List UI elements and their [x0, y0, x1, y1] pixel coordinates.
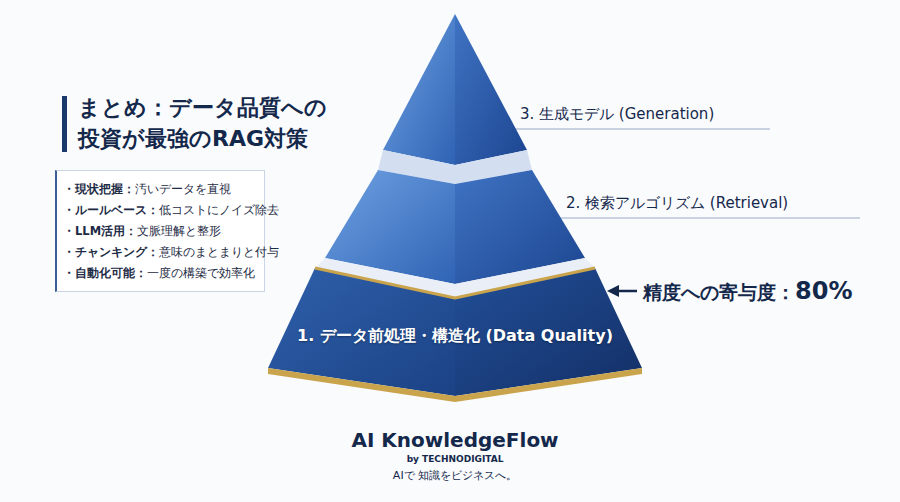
- label-underline: [560, 217, 860, 219]
- pyramid-tier: 3. 生成モデル (Generation): [375, 10, 540, 170]
- brand-name: AI KnowledgeFlow: [351, 428, 558, 452]
- pyramid-face: [383, 14, 455, 165]
- bullet-item: ・チャンキング：意味のまとまりと付与: [63, 242, 258, 263]
- title: まとめ：データ品質への 投資が最強のRAG対策: [78, 92, 340, 154]
- pointer-arrow: [617, 290, 637, 293]
- pyramid-tier: 1. データ前処理・構造化 (Data Quality): [264, 254, 646, 404]
- tier-label: 3. 生成モデル (Generation): [520, 105, 714, 124]
- title-bar: [62, 96, 67, 152]
- bullet-item: ・LLM活用：文脈理解と整形: [63, 221, 258, 242]
- bullet-item: ・自動化可能：一度の構築で効率化: [63, 263, 258, 284]
- summary-box: ・現状把握：汚いデータを直視・ルールベース：低コストにノイズ除去・LLM活用：文…: [55, 170, 265, 292]
- label-underline: [512, 128, 770, 130]
- pyramid-shape: [375, 10, 540, 170]
- pointer-arrow-head: [607, 285, 619, 297]
- accuracy-note: 精度への寄与度：80%: [643, 277, 852, 306]
- tier-label: 2. 検索アルゴリズム (Retrieval): [566, 194, 788, 213]
- tier-label: 1. データ前処理・構造化 (Data Quality): [264, 326, 646, 347]
- tagline: AIで 知識をビジネスへ。: [393, 468, 517, 483]
- pyramid-face: [315, 268, 595, 298]
- pyramid-face: [455, 14, 527, 165]
- bullet-item: ・ルールベース：低コストにノイズ除去: [63, 200, 258, 221]
- brand-byline: by TECHNODIGITAL: [407, 454, 504, 464]
- bullet-item: ・現状把握：汚いデータを直視: [63, 179, 258, 200]
- pyramid-face: [268, 368, 642, 402]
